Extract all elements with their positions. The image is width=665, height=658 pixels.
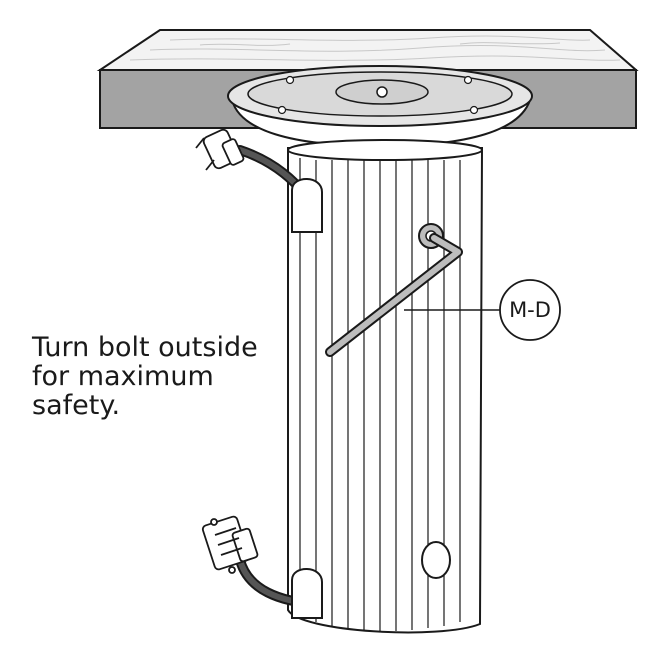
instruction-line-3: safety. bbox=[32, 390, 121, 421]
bolt-and-hex-key bbox=[325, 223, 463, 357]
instruction-line-2: for maximum bbox=[32, 361, 214, 392]
center-bolt-icon bbox=[376, 86, 388, 98]
ceiling-board-top-face bbox=[96, 29, 639, 71]
pole-collar bbox=[287, 139, 483, 161]
video-cable bbox=[201, 515, 323, 619]
instruction-line-1: Turn bolt outside bbox=[32, 332, 258, 363]
screw-hole-icon bbox=[277, 105, 287, 115]
dvi-connector-icon bbox=[201, 515, 259, 574]
screw-hole-icon bbox=[469, 105, 479, 115]
wood-grain bbox=[129, 35, 621, 61]
power-plug-icon bbox=[195, 128, 245, 171]
power-cable bbox=[195, 128, 323, 233]
callout: M-D bbox=[404, 279, 561, 341]
callout-label: M-D bbox=[509, 298, 551, 322]
hex-key-fill bbox=[327, 235, 461, 355]
screw-hole-icon bbox=[463, 75, 473, 85]
screw-hole-icon bbox=[285, 75, 295, 85]
instruction-text: Turn bolt outside for maximum safety. bbox=[32, 333, 292, 420]
callout-circle bbox=[499, 279, 561, 341]
pole-bottom-hole bbox=[421, 541, 451, 579]
lower-cable-slot bbox=[291, 568, 323, 619]
upper-cable-slot bbox=[291, 178, 323, 233]
mounting-plate bbox=[227, 65, 533, 148]
